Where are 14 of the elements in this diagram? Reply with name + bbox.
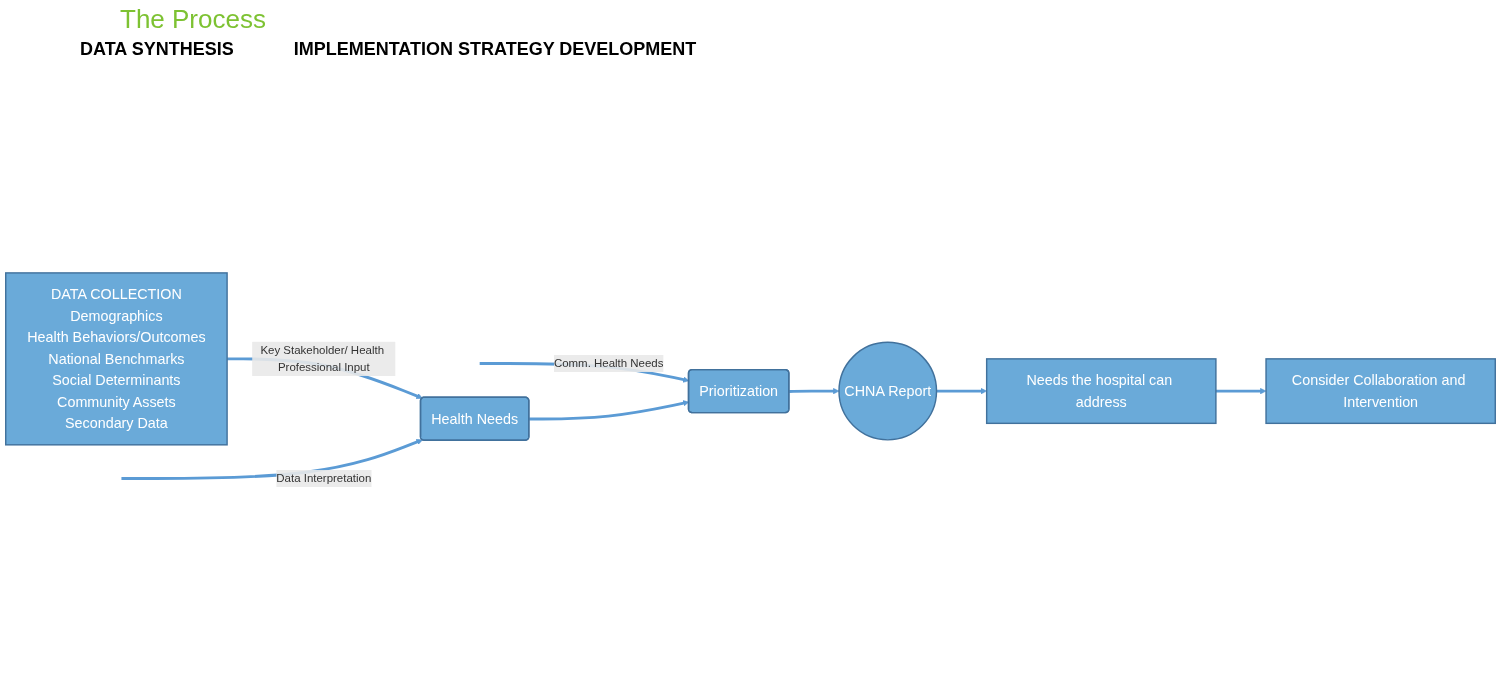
edge-label: Comm. Health Needs <box>553 357 664 370</box>
edge-label: Data Interpretation <box>276 472 372 485</box>
arrow <box>936 387 987 395</box>
edge-label: Key Stakeholder/ Health Professional Input <box>260 343 385 374</box>
node-box: DATA COLLECTION Demographics Health Behaviors/Outcomes National Benchmarks Social Determinants Community Assets Secondary Data <box>5 272 228 446</box>
section-heading: DATA SYNTHESIS <box>80 39 234 60</box>
diagram-title: The Process <box>120 4 267 35</box>
node-box: Consider Collaboration and Intervention <box>1265 358 1496 425</box>
arrow <box>1215 387 1267 395</box>
arrow <box>789 387 840 395</box>
arrow <box>121 439 423 480</box>
node-box: Needs the hospital can address <box>985 358 1217 425</box>
node-circle: CHNA Report <box>838 341 938 441</box>
section-heading: IMPLEMENTATION STRATEGY DEVELOPMENT <box>293 39 697 60</box>
